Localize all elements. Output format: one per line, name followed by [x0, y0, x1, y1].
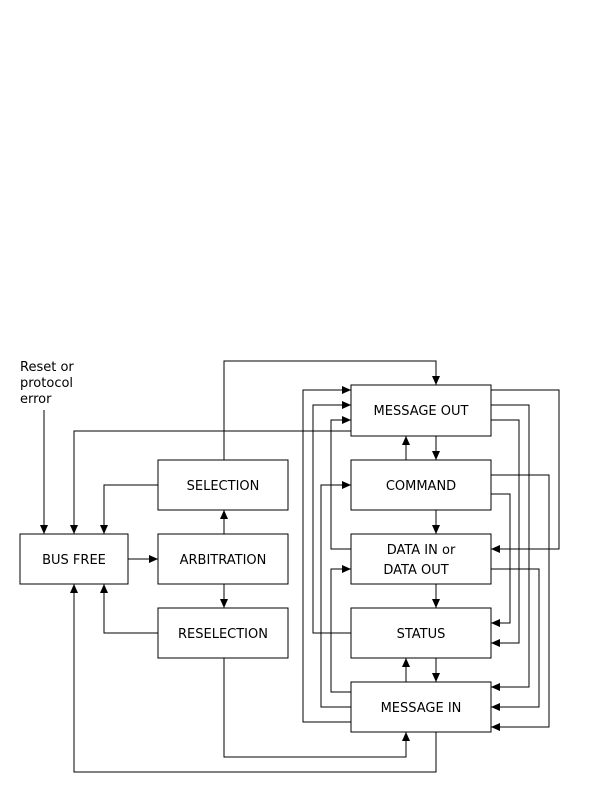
connections — [40, 360, 560, 773]
arrow-message-out-to-data — [491, 389, 560, 553]
arrow-message-in-to-command — [320, 481, 351, 708]
arrow-selection-to-message-out — [223, 360, 440, 460]
state-command-label: COMMAND — [386, 479, 456, 494]
state-message-in: MESSAGE IN — [350, 681, 492, 733]
state-arbitration-label: ARBITRATION — [180, 553, 267, 568]
state-data: DATA IN or DATA OUT — [350, 533, 492, 585]
arrow-selection-to-bus-free — [100, 484, 158, 534]
arrow-command-to-message-in — [491, 474, 550, 731]
arrow-message-out-to-bus-free — [70, 430, 351, 534]
arrow-reselection-to-message-in — [223, 658, 410, 758]
state-selection-label: SELECTION — [187, 479, 260, 494]
state-status: STATUS — [350, 607, 492, 659]
arrow-message-in-to-data — [330, 565, 351, 693]
state-data-label-line-2: DATA OUT — [383, 563, 448, 578]
arrow-message-out-to-status — [491, 419, 520, 647]
state-selection: SELECTION — [157, 459, 289, 511]
reset-label-line-3: error — [20, 392, 52, 407]
state-message-in-label: MESSAGE IN — [381, 701, 462, 716]
arrow-message-out-to-message-in — [491, 404, 530, 691]
state-data-label-line-1: DATA IN or — [387, 543, 456, 558]
state-message-out: MESSAGE OUT — [350, 384, 492, 437]
state-message-out-label: MESSAGE OUT — [374, 404, 469, 419]
state-bus-free-label: BUS FREE — [42, 553, 106, 568]
state-arbitration: ARBITRATION — [157, 533, 289, 585]
reset-label: Reset or protocol error — [20, 360, 74, 407]
arrow-message-in-to-bus-free — [70, 584, 437, 773]
arrow-command-to-status — [491, 493, 511, 627]
arrow-reselection-to-bus-free — [100, 584, 158, 634]
state-command: COMMAND — [350, 459, 492, 511]
state-reselection: RESELECTION — [157, 607, 289, 659]
state-status-label: STATUS — [397, 627, 446, 642]
arrow-message-in-to-message-out — [302, 386, 351, 723]
reset-label-line-1: Reset or — [20, 360, 74, 375]
arrow-data-to-message-in — [491, 568, 540, 711]
state-bus-free: BUS FREE — [19, 533, 129, 585]
arrow-status-to-message-out — [312, 401, 351, 634]
reset-label-line-2: protocol — [20, 376, 73, 391]
state-reselection-label: RESELECTION — [178, 627, 268, 642]
